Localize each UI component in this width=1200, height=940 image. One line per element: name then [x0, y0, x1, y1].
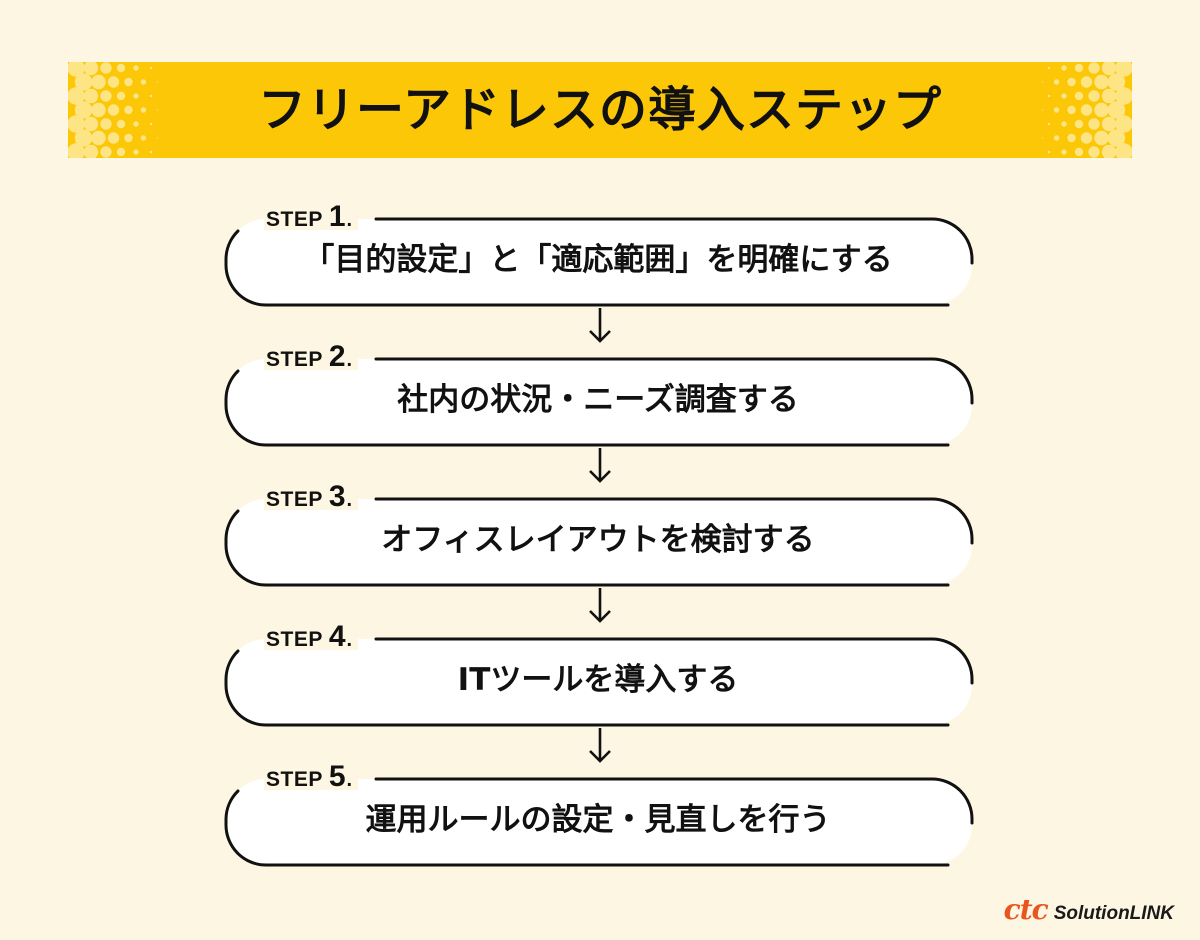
step-3-outline [224, 497, 974, 587]
step-3-text: オフィスレイアウトを検討する [381, 522, 815, 558]
step-4-text: ITツールを導入する [457, 662, 739, 698]
title-banner: フリーアドレスの導入ステップ [68, 62, 1132, 158]
step-1-word: STEP [266, 208, 323, 231]
step-4-outline [224, 637, 974, 727]
step-5-text: 運用ルールの設定・見直しを行う [365, 802, 831, 838]
logo-brand: ctc [1003, 893, 1049, 926]
step-5-word: STEP [266, 768, 323, 791]
step-1-text: 「目的設定」と「適応範囲」を明確にする [303, 242, 893, 278]
step-5-outline [224, 777, 974, 867]
down-arrow-icon [589, 728, 611, 763]
step-2-number: 2 [328, 340, 346, 373]
down-arrow-icon [589, 588, 611, 623]
step-1-outline [224, 217, 974, 307]
step-2-word: STEP [266, 348, 323, 371]
step-2-text: 社内の状況・ニーズ調査する [397, 382, 799, 418]
halftone-dots-right [1042, 62, 1132, 158]
logo-product: SolutionLINK [1053, 903, 1174, 924]
step-3-number: 3 [328, 480, 346, 513]
halftone-dots-left [68, 62, 158, 158]
down-arrow-icon [589, 448, 611, 483]
page-title: フリーアドレスの導入ステップ [257, 82, 943, 138]
step-4-word: STEP [266, 628, 323, 651]
step-2-outline [224, 357, 974, 447]
step-4-number: 4 [328, 620, 346, 653]
step-3-word: STEP [266, 488, 323, 511]
step-5-number: 5 [328, 760, 346, 793]
down-arrow-icon [589, 308, 611, 343]
step-1-number: 1 [328, 200, 346, 233]
